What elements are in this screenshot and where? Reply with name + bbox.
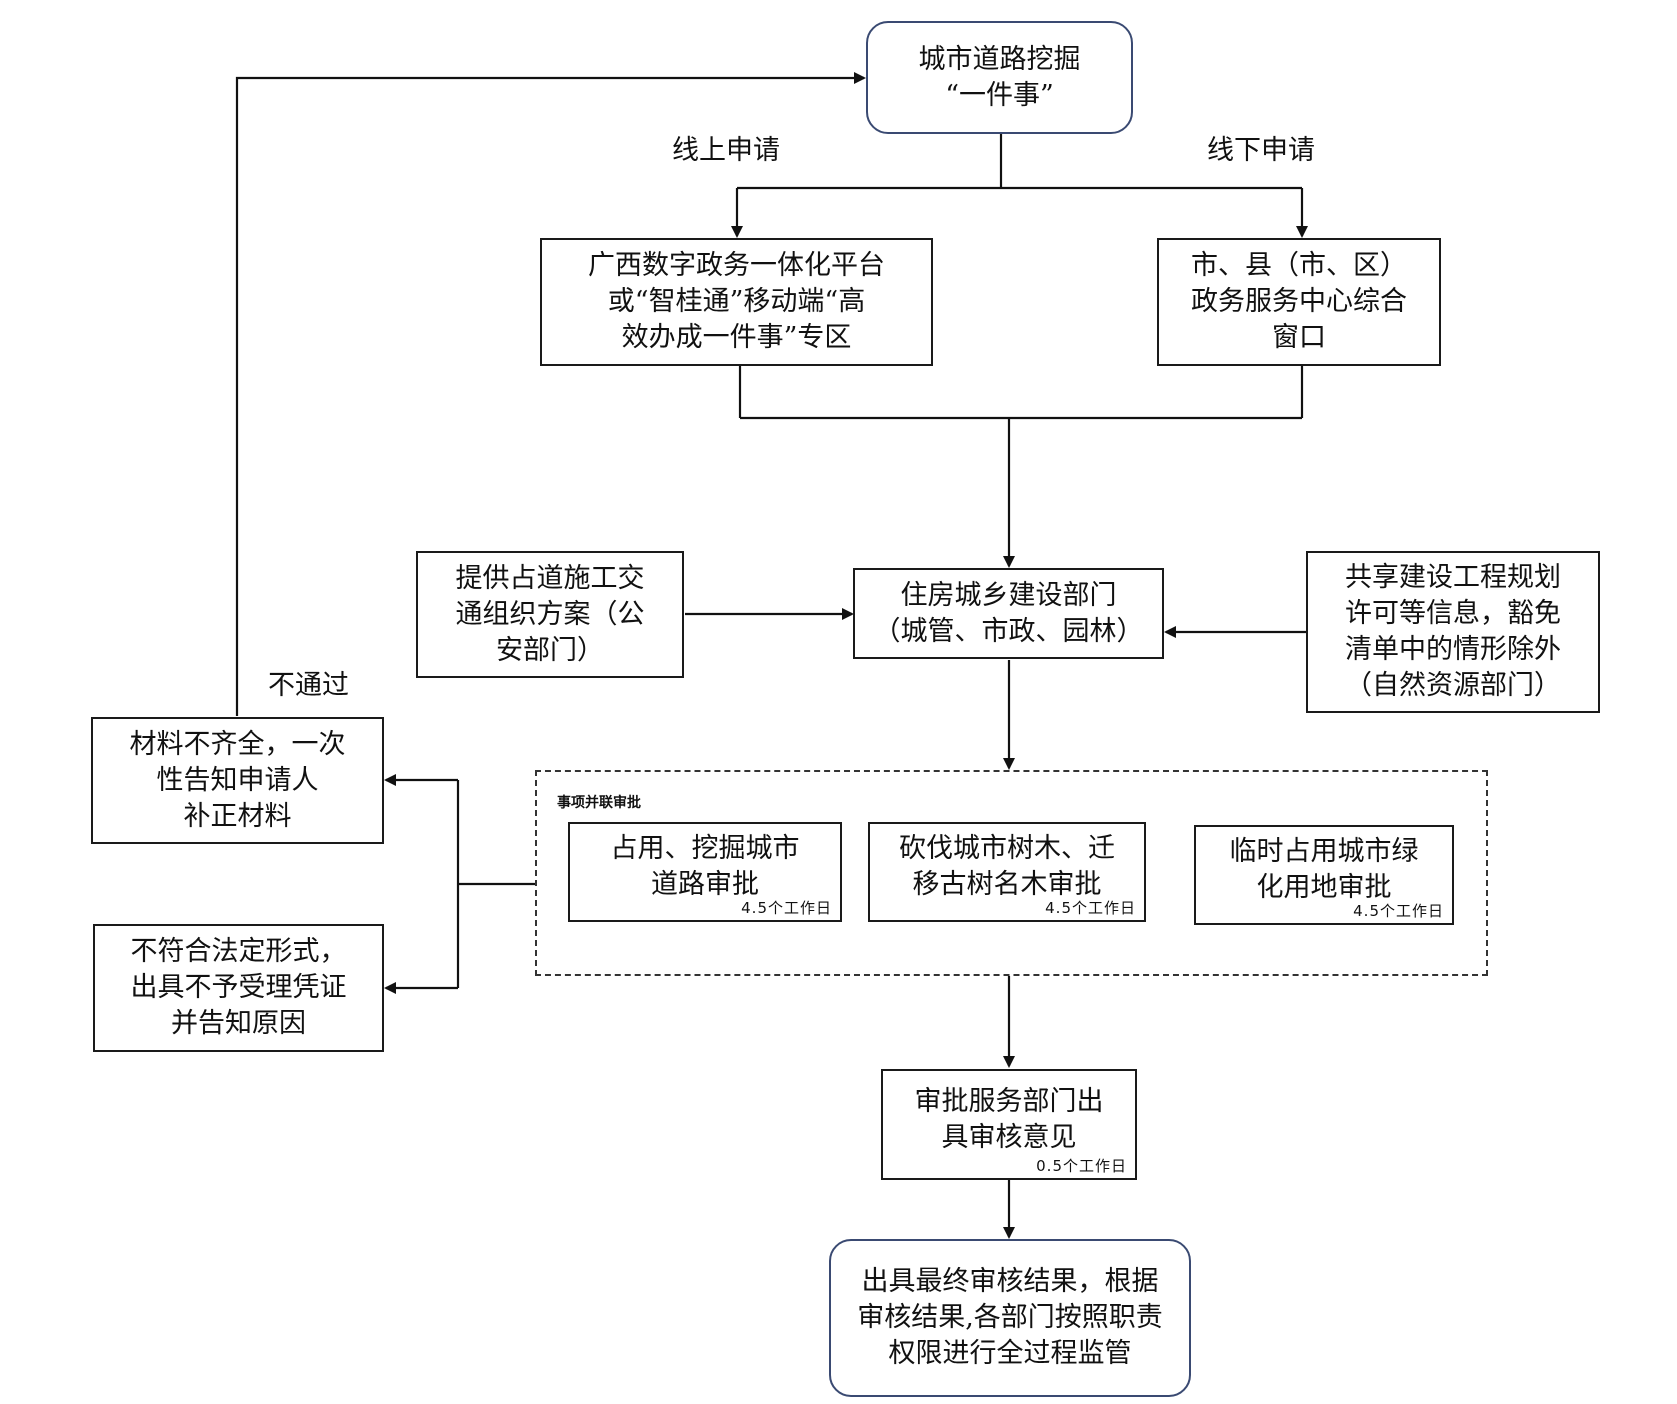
online-platform-text: 广西数字政务一体化平台 或“智桂通”移动端“高 效办成一件事”专区	[588, 250, 885, 353]
housing-dept-text: 住房城乡建设部门 （城管、市政、园林）	[873, 579, 1144, 647]
review-opinion-node: 审批服务部门出 具审核意见 0.5个工作日	[881, 1069, 1137, 1180]
natural-resources-text: 共享建设工程规划 许可等信息，豁免 清单中的情形除外 （自然资源部门）	[1345, 562, 1561, 701]
edge-loop-back	[235, 72, 866, 716]
online-label: 线上申请	[672, 135, 780, 166]
nonconforming-node: 不符合法定形式， 出具不予受理凭证 并告知原因	[93, 924, 384, 1052]
approval-green-text: 临时占用城市绿 化用地审批	[1229, 836, 1419, 903]
offline-window-node: 市、县（市、区） 政务服务中心综合 窗口	[1157, 238, 1441, 366]
approval-green-duration: 4.5个工作日	[1353, 902, 1444, 920]
incomplete-text: 材料不齐全，一次 性告知申请人 补正材料	[129, 728, 346, 832]
parallel-approval-group: 事项并联审批	[535, 770, 1488, 976]
approval-green-node: 临时占用城市绿 化用地审批 4.5个工作日	[1194, 825, 1454, 925]
start-node: 城市道路挖掘 “一件事”	[866, 21, 1133, 134]
review-opinion-text: 审批服务部门出 具审核意见	[914, 1085, 1104, 1153]
group-title: 事项并联审批	[557, 795, 641, 811]
housing-dept-node: 住房城乡建设部门 （城管、市政、园林）	[853, 568, 1164, 659]
not-passed-label: 不通过	[268, 670, 349, 701]
incomplete-node: 材料不齐全，一次 性告知申请人 补正材料	[91, 717, 384, 844]
police-text: 提供占道施工交 通组织方案（公 安部门）	[455, 562, 645, 666]
approval-trees-duration: 4.5个工作日	[1045, 899, 1136, 917]
approval-trees-node: 砍伐城市树木、迁 移古树名木审批 4.5个工作日	[868, 822, 1146, 922]
offline-window-text: 市、县（市、区） 政务服务中心综合 窗口	[1191, 250, 1407, 353]
offline-label: 线下申请	[1207, 135, 1315, 166]
nonconforming-text: 不符合法定形式， 出具不予受理凭证 并告知原因	[130, 936, 347, 1039]
online-platform-node: 广西数字政务一体化平台 或“智桂通”移动端“高 效办成一件事”专区	[540, 238, 933, 366]
approval-road-text: 占用、挖掘城市 道路审批	[610, 833, 800, 900]
review-opinion-duration: 0.5个工作日	[1036, 1157, 1127, 1175]
approval-trees-text: 砍伐城市树木、迁 移古树名木审批	[899, 833, 1115, 900]
natural-resources-node: 共享建设工程规划 许可等信息，豁免 清单中的情形除外 （自然资源部门）	[1306, 551, 1600, 713]
approval-road-duration: 4.5个工作日	[741, 899, 832, 917]
approval-road-node: 占用、挖掘城市 道路审批 4.5个工作日	[568, 822, 842, 922]
final-text: 出具最终审核结果，根据 审核结果,各部门按照职责 权限进行全过程监管	[857, 1266, 1163, 1369]
final-node: 出具最终审核结果，根据 审核结果,各部门按照职责 权限进行全过程监管	[829, 1239, 1191, 1397]
police-node: 提供占道施工交 通组织方案（公 安部门）	[416, 551, 684, 678]
start-node-text: 城市道路挖掘 “一件事”	[918, 43, 1081, 111]
